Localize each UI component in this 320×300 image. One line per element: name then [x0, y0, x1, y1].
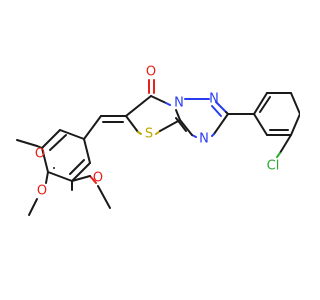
bond-c9-n-fused [175, 109, 181, 121]
structure-drawing: O S N N N Cl O O O [16, 65, 300, 216]
bond-c-cl [279, 134, 292, 154]
cp-bond-1-double [259, 96, 271, 113]
nitrogen-label-3: N [199, 132, 209, 147]
chlorine-label: Cl [267, 159, 280, 174]
cp-bond-3 [290, 92, 300, 115]
bond-n-c2 [215, 101, 227, 113]
nitrogen-label-2: N [209, 92, 219, 107]
bond-c-cl-end [276, 152, 281, 158]
bond-ch-aryl [83, 115, 102, 140]
bond-s-c9 [159, 119, 181, 132]
tmp-bond-4 [47, 171, 73, 182]
ome3-bond-ring [71, 175, 91, 182]
bond-n-low-c9 [179, 119, 193, 136]
bond-c5-s-end [137, 131, 142, 135]
carbonyl-oxygen-label: O [146, 65, 156, 80]
molecule-diagram: O S N N N Cl O O O [16, 65, 300, 216]
ome3-bond-o [89, 175, 97, 184]
methoxy-oxygen-label-1: O [35, 147, 45, 162]
cp-bond-1 [253, 92, 268, 115]
nitrogen-label-1: N [174, 96, 184, 111]
cp-bond-4 [290, 113, 300, 136]
bond-n-c2-double [211, 105, 222, 117]
ome3-bond-methyl [97, 185, 111, 209]
ome2-bond-a [45, 171, 49, 184]
tmp-bond-6 [83, 138, 91, 164]
bond-c7-n-end [165, 102, 171, 106]
bond-c2-n-low [213, 113, 229, 135]
bond-c5-s [125, 115, 139, 133]
bond-c7-c5 [125, 95, 152, 117]
methoxy-oxygen-label-2: O [37, 184, 47, 199]
ome1-bond-methyl [16, 139, 38, 147]
cp-bond-6 [253, 113, 268, 136]
tmp-bond-3 [41, 147, 49, 173]
sulfur-label: S [145, 127, 153, 142]
tmp-bond-5 [71, 162, 91, 182]
bond-c7-n [150, 95, 167, 104]
methoxy-oxygen-label-3: O [93, 171, 103, 186]
bond-c2-n-low-end [211, 133, 215, 137]
tmp-bond-1 [59, 129, 85, 140]
tmp-bond-2 [41, 129, 61, 149]
ome2-bond-methyl [28, 198, 38, 216]
tmp-bond-5-double [69, 159, 85, 175]
bond-n-low-c9-double [175, 117, 187, 132]
tmp-bond-2-double [49, 134, 67, 151]
